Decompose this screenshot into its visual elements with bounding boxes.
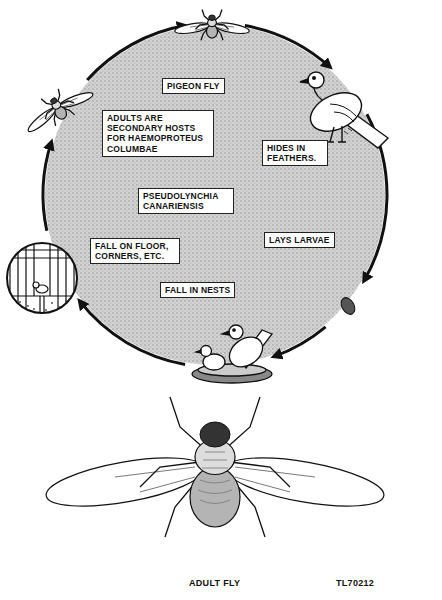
cycle-disk: [45, 25, 385, 365]
label-text: PSEUDOLYNCHIA CANARIENSIS: [143, 191, 229, 211]
label-box: PIGEON FLY: [162, 78, 225, 94]
figure-code: TL70212: [336, 578, 374, 588]
fly-figure: [17, 75, 98, 140]
label-text: HIDES IN FEATHERS.: [267, 143, 323, 163]
larva-figure: [338, 295, 357, 317]
label-text: FALL IN NESTS: [165, 285, 230, 295]
label-text: PIGEON FLY: [167, 81, 220, 91]
adult-fly-figure: [43, 397, 388, 537]
label-box: FALL IN NESTS: [160, 282, 235, 298]
label-text: FALL ON FLOOR, CORNERS, ETC.: [95, 241, 175, 261]
label-text: ADULTS ARE SECONDARY HOSTS FOR HAEMOPROT…: [107, 113, 209, 154]
pigeon-figure: [300, 72, 388, 148]
label-box: PSEUDOLYNCHIA CANARIENSIS: [138, 188, 234, 214]
pigeon-fly-figure: [174, 10, 250, 41]
label-box: LAYS LARVAE: [264, 232, 335, 248]
loft-inset: [6, 243, 78, 313]
adult-fly-detail: [198, 452, 232, 504]
label-box: HIDES IN FEATHERS.: [262, 140, 328, 166]
nest-figure: [192, 325, 272, 383]
label-text: LAYS LARVAE: [269, 235, 330, 245]
label-box: FALL ON FLOOR, CORNERS, ETC.: [90, 238, 180, 264]
figure-caption: ADULT FLY: [189, 578, 240, 588]
cycle-arrows: [43, 26, 387, 365]
label-box: ADULTS ARE SECONDARY HOSTS FOR HAEMOPROT…: [102, 110, 214, 157]
